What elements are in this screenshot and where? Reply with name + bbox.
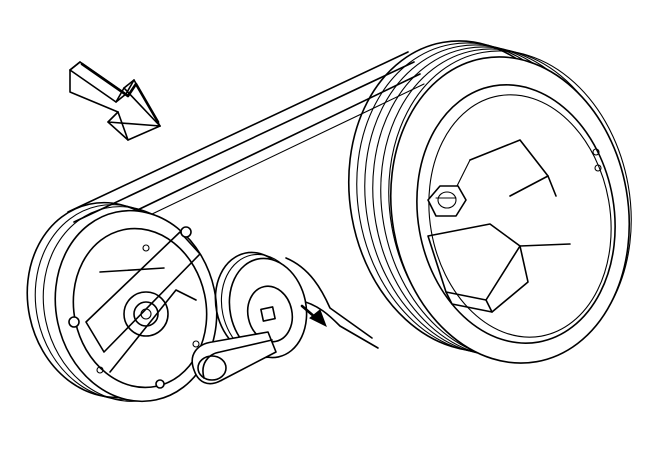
crankshaft-pulley [347,40,632,364]
belt-tensioner [191,251,308,385]
view-direction-arrow-icon [69,61,161,141]
compressor-clutch-pulley [26,201,218,403]
tension-direction-arrow-icon [300,304,327,328]
